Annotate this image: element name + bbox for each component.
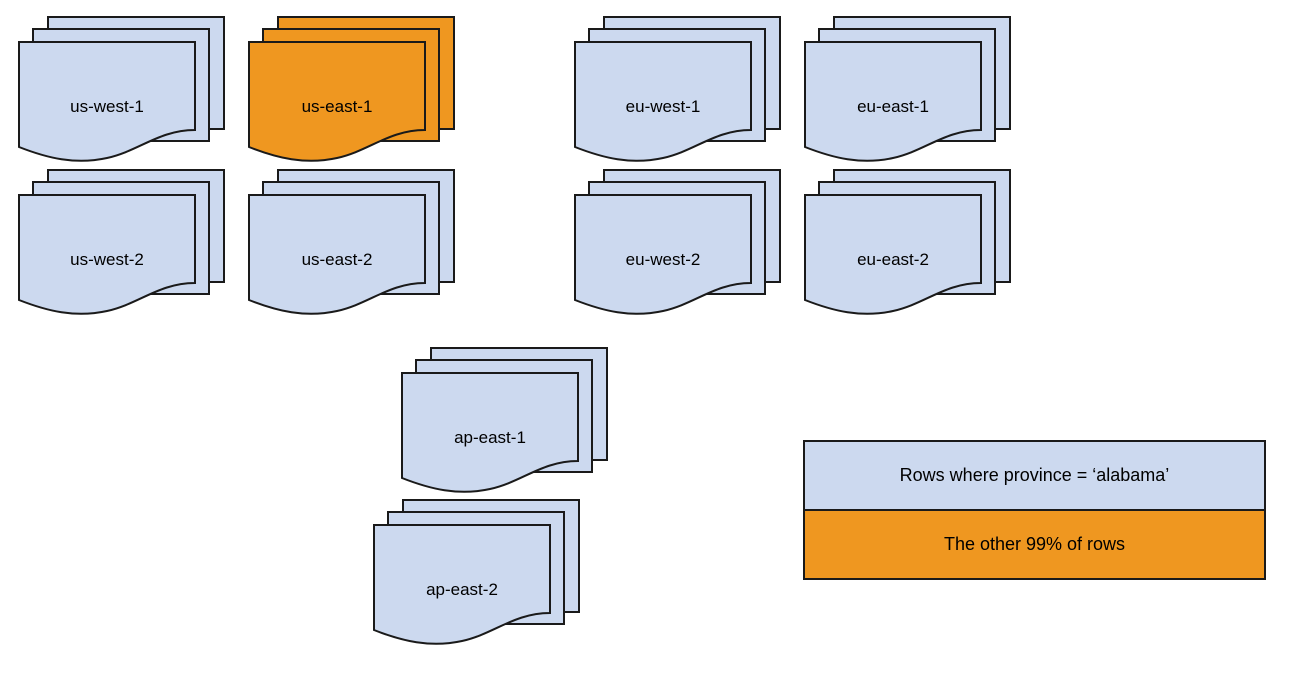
legend-label-highlight: The other 99% of rows (943, 534, 1126, 554)
document-stack-us-east-1[interactable]: us-east-1 (248, 16, 455, 169)
legend-row-normal: Rows where province = ‘alabama’ (805, 442, 1264, 511)
document-stack-eu-east-1[interactable]: eu-east-1 (804, 16, 1011, 169)
document-sheet-front (574, 41, 752, 162)
document-stack-us-west-1[interactable]: us-west-1 (18, 16, 225, 169)
document-sheet-front (248, 41, 426, 162)
legend-label-normal: Rows where province = ‘alabama’ (899, 465, 1170, 485)
legend: Rows where province = ‘alabama’ The othe… (803, 440, 1266, 580)
document-sheet-front (248, 194, 426, 315)
legend-row-highlight: The other 99% of rows (805, 511, 1264, 578)
document-sheet-front (373, 524, 551, 645)
document-stack-us-east-2[interactable]: us-east-2 (248, 169, 455, 322)
document-stack-us-west-2[interactable]: us-west-2 (18, 169, 225, 322)
document-stack-ap-east-1[interactable]: ap-east-1 (401, 347, 608, 500)
document-sheet-front (574, 194, 752, 315)
document-sheet-front (401, 372, 579, 493)
document-stack-eu-west-1[interactable]: eu-west-1 (574, 16, 781, 169)
document-sheet-front (804, 41, 982, 162)
document-stack-eu-east-2[interactable]: eu-east-2 (804, 169, 1011, 322)
document-sheet-front (18, 41, 196, 162)
document-stack-eu-west-2[interactable]: eu-west-2 (574, 169, 781, 322)
document-stack-ap-east-2[interactable]: ap-east-2 (373, 499, 580, 652)
document-sheet-front (18, 194, 196, 315)
document-sheet-front (804, 194, 982, 315)
